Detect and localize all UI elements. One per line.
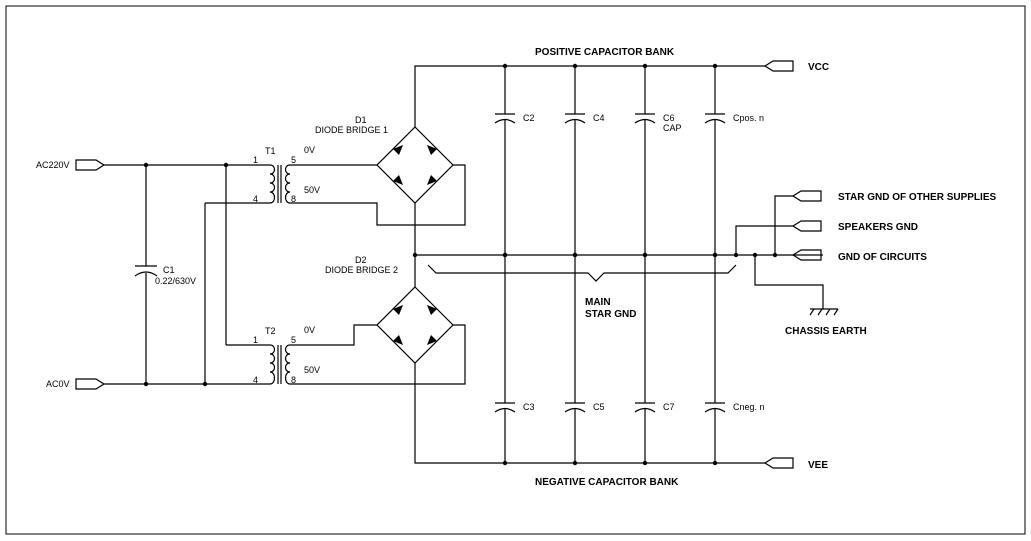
t2-pin8: 8	[291, 375, 296, 385]
capacitor-pos-1: C2	[494, 63, 535, 258]
negative-bank-title: NEGATIVE CAPACITOR BANK	[535, 477, 679, 488]
capacitor-neg-1-ref: C3	[523, 402, 535, 412]
d2-ref: D2	[355, 255, 367, 265]
t2-pin5: 5	[291, 335, 296, 345]
vcc-label: VCC	[808, 62, 829, 73]
capacitor-pos-2: C4	[564, 63, 605, 258]
ac0-label: AC0V	[46, 379, 70, 389]
capacitor-neg-3: C7	[634, 252, 675, 466]
capacitor-neg-3-ref: C7	[663, 402, 675, 412]
speakers-gnd-label: SPEAKERS GND	[838, 222, 918, 233]
speakers-gnd-port: SPEAKERS GND	[791, 220, 918, 233]
t1-tap-50v: 50V	[304, 185, 320, 195]
star-gnd-other-port: STAR GND OF OTHER SUPPLIES	[791, 190, 996, 203]
t1-tap-0v: 0V	[304, 145, 315, 155]
capacitor-pos-2-ref: C4	[593, 113, 605, 123]
t2-tap-0v: 0V	[304, 325, 315, 335]
ac0-port: AC0V	[46, 378, 106, 390]
negative-capacitor-bank: C3 C5 C7 Cneg. n	[494, 252, 765, 466]
star-gnd-line2: STAR GND	[585, 309, 636, 320]
capacitor-neg-4-ref: Cneg. n	[733, 402, 765, 412]
transformer-t2: T2 1 4 5 8 0V 50V	[253, 325, 320, 385]
capacitor-neg-4: Cneg. n	[704, 252, 765, 466]
t2-pin1: 1	[253, 335, 258, 345]
t1-pin5: 5	[291, 155, 296, 165]
capacitor-neg-2-ref: C5	[593, 402, 605, 412]
star-gnd-other-label: STAR GND OF OTHER SUPPLIES	[838, 192, 996, 203]
t2-ref: T2	[265, 326, 276, 336]
capacitor-neg-2: C5	[564, 252, 605, 466]
d2-name: DIODE BRIDGE 2	[325, 265, 398, 275]
secondary-wiring	[300, 164, 466, 385]
capacitor-neg-1: C3	[494, 252, 535, 466]
positive-bank-title: POSITIVE CAPACITOR BANK	[535, 47, 675, 58]
transformer-t1: T1 1 4 5 8 0V 50V	[253, 145, 320, 204]
capacitor-c1: C1 0.22/630V	[134, 265, 196, 286]
d1-ref: D1	[355, 115, 367, 125]
page-border	[5, 5, 1026, 535]
ac220-port: AC220V	[36, 159, 106, 171]
t1-pin8: 8	[291, 194, 296, 204]
diode-bridge-d1: D1 DIODE BRIDGE 1	[315, 115, 454, 204]
t1-ref: T1	[265, 146, 276, 156]
vee-label: VEE	[808, 460, 828, 471]
ac220-label: AC220V	[36, 160, 70, 170]
ground-outputs	[733, 195, 839, 316]
c1-value: 0.22/630V	[155, 276, 196, 286]
d1-name: DIODE BRIDGE 1	[315, 125, 388, 135]
c1-ref: C1	[163, 265, 175, 275]
capacitor-pos-1-ref: C2	[523, 113, 535, 123]
vcc-port: VCC	[763, 60, 829, 73]
chassis-earth-label: CHASSIS EARTH	[785, 326, 867, 337]
gnd-circuits-label: GND OF CIRCUITS	[838, 252, 927, 263]
t1-pin1: 1	[253, 155, 258, 165]
capacitor-pos-4: Cpos. n	[704, 63, 764, 258]
primary-wiring	[104, 162, 262, 387]
main-star-gnd: MAIN STAR GND	[427, 264, 737, 320]
capacitor-pos-3-value: CAP	[663, 123, 682, 133]
capacitor-pos-3-ref: C6	[663, 113, 675, 123]
capacitor-pos-4-ref: Cpos. n	[733, 113, 764, 123]
vee-port: VEE	[763, 457, 828, 471]
t2-tap-50v: 50V	[304, 365, 320, 375]
t2-pin4: 4	[253, 375, 258, 385]
gnd-circuits-port: GND OF CIRCUITS	[791, 249, 927, 263]
star-gnd-line1: MAIN	[585, 297, 611, 308]
t1-pin4: 4	[253, 194, 258, 204]
